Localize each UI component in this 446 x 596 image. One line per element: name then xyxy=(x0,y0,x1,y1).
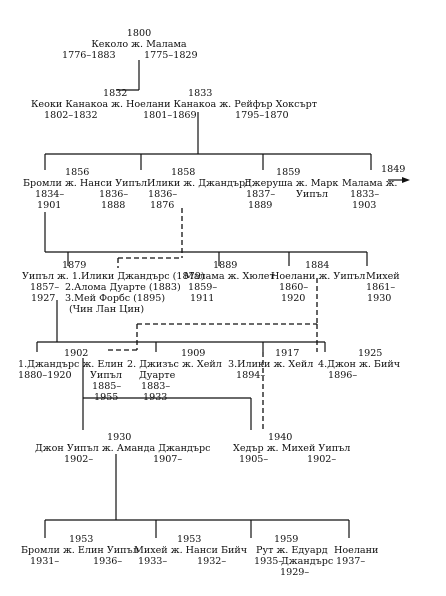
mark-surname: Уипъл xyxy=(296,189,328,200)
john-amanda-couple: Джон Уипъл ж. Аманда Джандърс xyxy=(35,443,211,454)
marriage-year-1953-a: 1953 xyxy=(69,534,94,545)
hedar-mihey-couple: Хедър ж. Михей Уипъл xyxy=(233,443,351,454)
whipple-wife3: 3.Мей Форбс (1895) xyxy=(65,293,166,304)
iliki-janders-couple: Илики ж. Джандърс xyxy=(147,178,251,189)
whipple-death: 1927 xyxy=(31,293,56,304)
malama-hewlett-couple: Малама ж. Хюлет xyxy=(184,271,275,282)
jizas-hale-couple: 2. Джизъс ж. Хейл xyxy=(127,359,222,370)
marriage-year-1859: 1859 xyxy=(276,167,301,178)
bromli-death: 1901 xyxy=(37,200,62,211)
marriage-year-1959: 1959 xyxy=(274,534,299,545)
marriage-year-1930: 1930 xyxy=(107,432,132,443)
jerusha-mark-couple: Джеруша ж. Марк xyxy=(244,178,339,189)
mihey-label: Михей xyxy=(366,271,400,282)
bromli-jr-dates: 1931– xyxy=(30,556,60,567)
rut-dates: 1935– xyxy=(254,556,284,567)
marriage-year-1902: 1902 xyxy=(64,348,89,359)
elin-jr-dates: 1936– xyxy=(93,556,123,567)
rayfer-dates: 1795–1870 xyxy=(235,110,289,121)
marriage-year-1889: 1889 xyxy=(213,260,238,271)
jerusha-death: 1889 xyxy=(248,200,273,211)
hedar-dates: 1905– xyxy=(239,454,269,465)
edward-surname: Джандърс xyxy=(281,556,334,567)
marriage-year-1909: 1909 xyxy=(181,348,206,359)
noelani-jr-dates: 1937– xyxy=(336,556,366,567)
noelani-birth: 1860– xyxy=(279,282,309,293)
iliki-birth: 1836– xyxy=(148,189,178,200)
noelani-whipple-couple: Ноелани ж. Уипъл xyxy=(271,271,366,282)
marriage-year-1917: 1917 xyxy=(275,348,300,359)
marriage-year-1856: 1856 xyxy=(65,167,90,178)
bromli-birth: 1834– xyxy=(35,189,65,200)
mihey-nansi-couple: Михей ж. Нанси Бийч xyxy=(134,545,248,556)
marriage-year-1833: 1833 xyxy=(188,88,213,99)
malama-death: 1903 xyxy=(352,200,377,211)
iliki-hale-couple: 3.Илики ж. Хейл xyxy=(228,359,314,370)
elin-surname: Уипъл xyxy=(90,370,122,381)
marriage-year-1879: 1879 xyxy=(62,260,87,271)
marriage-year-1940: 1940 xyxy=(268,432,293,443)
malama-hewlett-death: 1911 xyxy=(190,293,215,304)
malama-birth: 1833– xyxy=(350,189,380,200)
keoki-dates: 1802–1832 xyxy=(44,110,98,121)
amanda-dates: 1907– xyxy=(153,454,183,465)
john-beech-couple: 4.Джон ж. Бийч xyxy=(318,359,401,370)
elin-birth: 1885– xyxy=(92,381,122,392)
bromli-elin-couple: Бромли ж. Елин Уипъл xyxy=(21,545,139,556)
marriage-year-1884: 1884 xyxy=(305,260,330,271)
john-beech-dates: 1896– xyxy=(328,370,358,381)
whipple-wife2: 2.Алома Дуарте (1883) xyxy=(65,282,181,293)
whipple-wife3-name: (Чин Лан Цин) xyxy=(69,304,145,315)
jerusha-birth: 1837– xyxy=(246,189,276,200)
nansi-beech-dates: 1932– xyxy=(197,556,227,567)
elin-death: 1955 xyxy=(94,392,119,403)
marriage-year-1849: 1849 xyxy=(381,164,406,175)
janders-elin-couple: 1.Джандърс ж. Елин xyxy=(18,359,124,370)
nansi-birth: 1836– xyxy=(99,189,129,200)
whipple-wife1: Уипъл ж. 1.Илики Джандърс (1879) xyxy=(22,271,205,282)
nansi-death: 1888 xyxy=(101,200,126,211)
noelani-death: 1920 xyxy=(281,293,306,304)
janders-dates: 1880–1920 xyxy=(18,370,72,381)
marriage-year-1832: 1832 xyxy=(103,88,128,99)
malama-dates: 1775–1829 xyxy=(144,50,198,61)
rut-edward-couple: Рут ж. Едуард xyxy=(256,545,328,556)
jizas-birth: 1883– xyxy=(141,381,171,392)
whipple-birth: 1857– xyxy=(30,282,60,293)
keoki-noelani-rayfer-couple: Кеоки Канакоа ж. Ноелани Канакоа ж. Рейф… xyxy=(31,99,318,110)
noelani-jr: Ноелани xyxy=(334,545,379,556)
marriage-year-1953-b: 1953 xyxy=(177,534,202,545)
jizas-surname: Дуарте xyxy=(139,370,176,381)
malama-hewlett-birth: 1859– xyxy=(188,282,218,293)
bromli-nansi-couple: Бромли ж. Нанси Уипъл xyxy=(23,178,148,189)
marriage-year-1800: 1800 xyxy=(126,28,152,39)
iliki-hale-dates: 1894– xyxy=(236,370,266,381)
noelani-dates: 1801–1869 xyxy=(143,110,197,121)
kekolo-dates: 1776–1883 xyxy=(62,50,116,61)
arrow-icon xyxy=(402,177,410,183)
iliki-death: 1876 xyxy=(150,200,175,211)
mihey-whipple-dates: 1902– xyxy=(307,454,337,465)
malama-spouse: Малама ж. xyxy=(342,178,398,189)
mihey-death: 1930 xyxy=(367,293,392,304)
marriage-year-1925: 1925 xyxy=(358,348,383,359)
marriage-year-1858: 1858 xyxy=(171,167,196,178)
mihey-birth: 1861– xyxy=(366,282,396,293)
edward-dates: 1929– xyxy=(280,567,310,578)
kekolo-malama-couple: Кеколо ж. Малама xyxy=(91,39,187,50)
mihey-jr-dates: 1933– xyxy=(138,556,168,567)
john-dates: 1902– xyxy=(64,454,94,465)
jizas-death: 1933 xyxy=(143,392,168,403)
